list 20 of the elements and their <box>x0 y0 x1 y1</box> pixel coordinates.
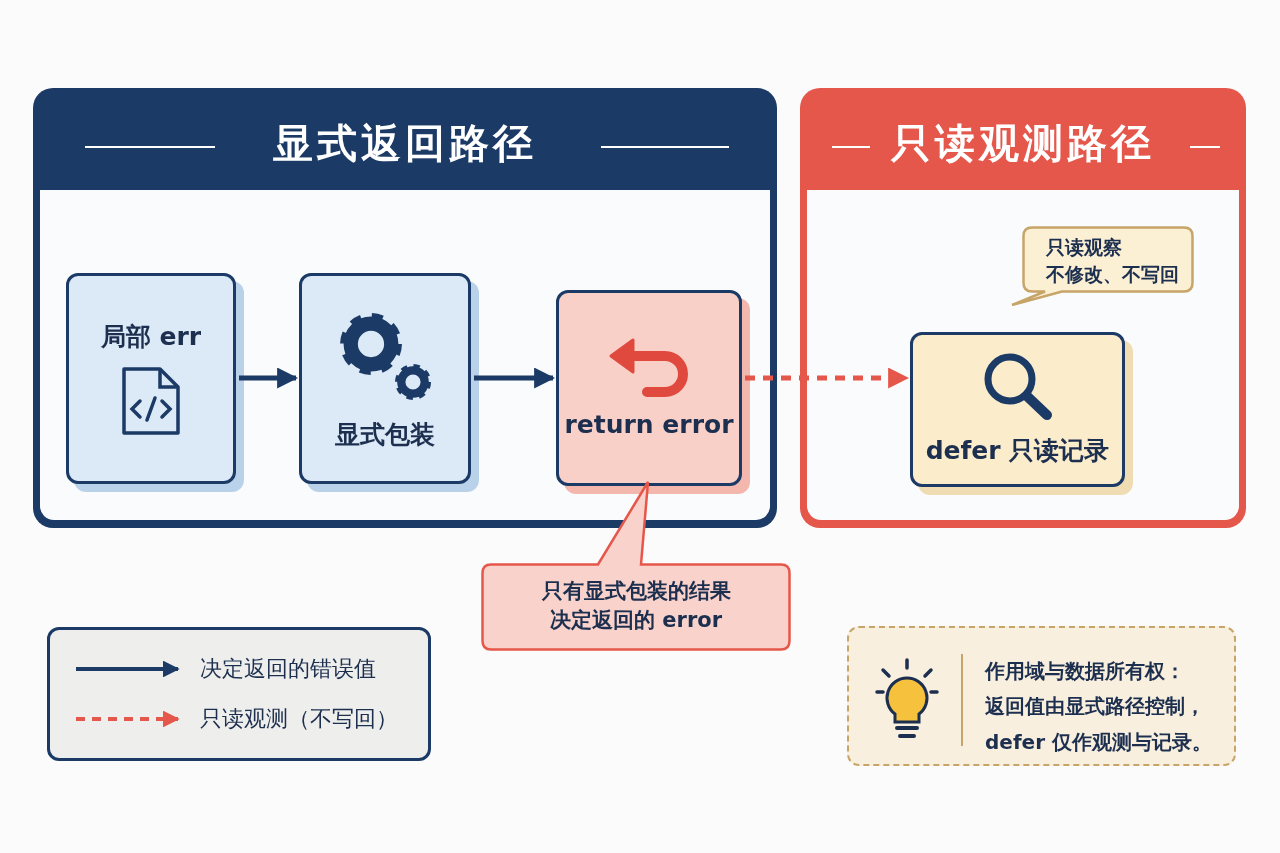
note-text: 返回值由显式路径控制，defer 仅作观测与记录。 <box>985 693 1213 756</box>
node-label: return error <box>564 409 734 439</box>
callout-text: 只读观察 <box>1046 235 1123 260</box>
node-label: 局部 err <box>100 321 202 353</box>
callout-text: 不修改、不写回 <box>1046 261 1180 287</box>
arrow <box>474 367 556 389</box>
arrow <box>239 367 299 389</box>
callout-text: 只有显式包装的结果决定返回的 error <box>540 578 732 635</box>
arrow <box>745 367 910 389</box>
note-heading: 作用域与数据所有权： <box>985 658 1186 685</box>
callout-bubble <box>1010 226 1194 306</box>
note-card <box>847 626 1236 766</box>
panel-title-text: 显式返回路径 <box>273 120 537 166</box>
node-label: defer 只读记录 <box>925 435 1110 467</box>
legend-text: 决定返回的错误值 <box>200 655 376 683</box>
panel <box>33 88 777 528</box>
legend-text: 只读观测（不写回） <box>200 705 398 733</box>
panel-title-text: 只读观测路径 <box>891 120 1155 166</box>
panel <box>800 88 1246 528</box>
node-label: 显式包装 <box>335 419 435 451</box>
